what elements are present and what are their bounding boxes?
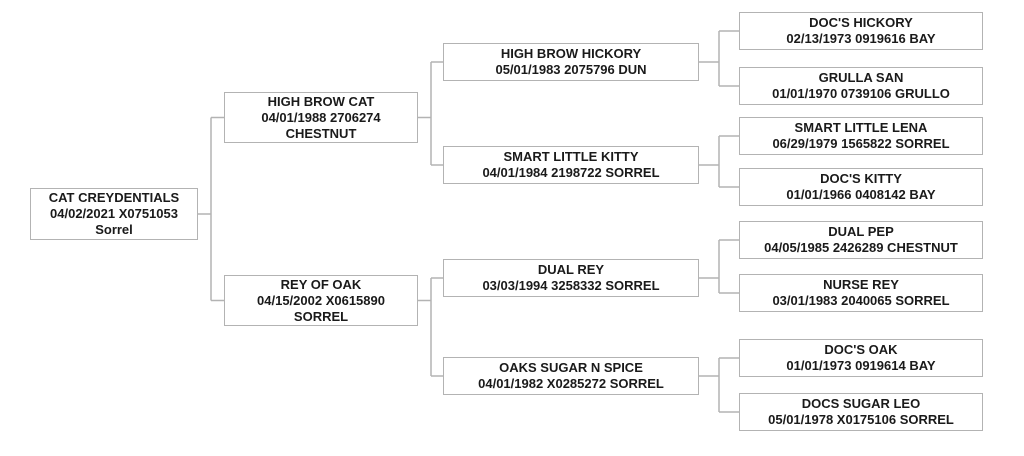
pedigree-node-line: 04/01/1988 2706274 <box>261 109 381 125</box>
pedigree-node-line: DUAL REY <box>537 262 605 277</box>
pedigree-node-line: SORREL <box>293 308 349 324</box>
pedigree-node-line: 01/01/1973 0919614 BAY <box>786 358 936 373</box>
pedigree-node-line: 05/01/1983 2075796 DUN <box>495 62 647 77</box>
pedigree-node-line: OAKS SUGAR N SPICE <box>499 360 643 375</box>
pedigree-node-line: DOC'S KITTY <box>820 171 902 186</box>
pedigree-node-line: 03/01/1983 2040065 SORREL <box>772 293 950 308</box>
pedigree-node-line: DUAL PEP <box>828 224 894 239</box>
pedigree-node-line: REY OF OAK <box>280 276 362 292</box>
pedigree-node-line: 04/01/1982 X0285272 SORREL <box>478 376 664 391</box>
pedigree-node-line: 04/01/1984 2198722 SORREL <box>482 165 660 180</box>
pedigree-node-line: 01/01/1966 0408142 BAY <box>786 187 936 202</box>
pedigree-node-line: DOC'S HICKORY <box>809 15 913 30</box>
pedigree-node-line: 03/03/1994 3258332 SORREL <box>482 278 660 293</box>
pedigree-node-line: 06/29/1979 1565822 SORREL <box>772 136 950 151</box>
pedigree-node-line: 02/13/1973 0919616 BAY <box>786 31 936 46</box>
pedigree-node-line: HIGH BROW HICKORY <box>500 46 642 61</box>
pedigree-node-line: NURSE REY <box>823 277 899 292</box>
pedigree-node-line: 04/05/1985 2426289 CHESTNUT <box>764 240 958 255</box>
pedigree-node-line: CAT CREYDENTIALS <box>48 190 180 205</box>
pedigree-node-line: DOCS SUGAR LEO <box>801 396 921 411</box>
pedigree-node-line: HIGH BROW CAT <box>267 93 375 109</box>
pedigree-node-line: GRULLA SAN <box>818 70 904 85</box>
pedigree-node-line: SMART LITTLE LENA <box>794 120 928 135</box>
pedigree-node-line: DOC'S OAK <box>824 342 898 357</box>
pedigree-node-line: 05/01/1978 X0175106 SORREL <box>768 412 954 427</box>
pedigree-node-line: Sorrel <box>95 222 133 237</box>
pedigree-node-line: 04/02/2021 X0751053 <box>50 206 178 221</box>
pedigree-node-line: 04/15/2002 X0615890 <box>257 292 385 308</box>
pedigree-node-line: CHESTNUT <box>285 125 357 141</box>
pedigree-node-line: SMART LITTLE KITTY <box>503 149 639 164</box>
pedigree-node-line: 01/01/1970 0739106 GRULLO <box>772 86 950 101</box>
